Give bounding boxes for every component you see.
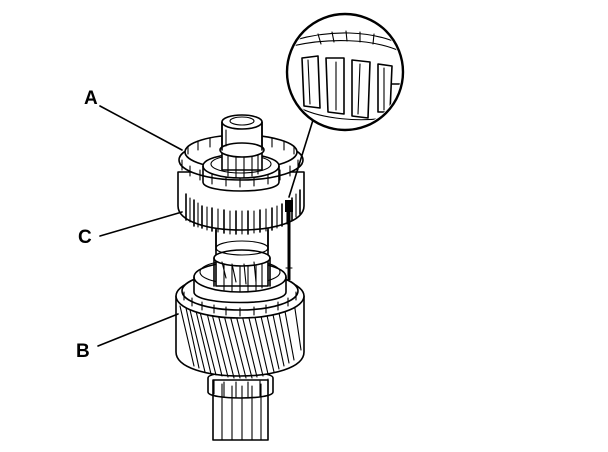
middle-shaft: [213, 225, 271, 293]
callout-label-a: A: [84, 88, 98, 109]
alignment-indicator: [285, 119, 314, 280]
callout-label-c: C: [78, 227, 92, 248]
top-shaft: [219, 114, 265, 179]
lower-shaft-stub: [207, 371, 274, 441]
leader-b: [97, 313, 179, 347]
detail-magnifier: [285, 12, 405, 132]
callout-leaders: [97, 105, 183, 347]
leader-c: [99, 211, 183, 237]
callout-label-b: B: [76, 341, 90, 362]
upper-gear: [177, 134, 305, 235]
leader-a: [99, 105, 183, 151]
